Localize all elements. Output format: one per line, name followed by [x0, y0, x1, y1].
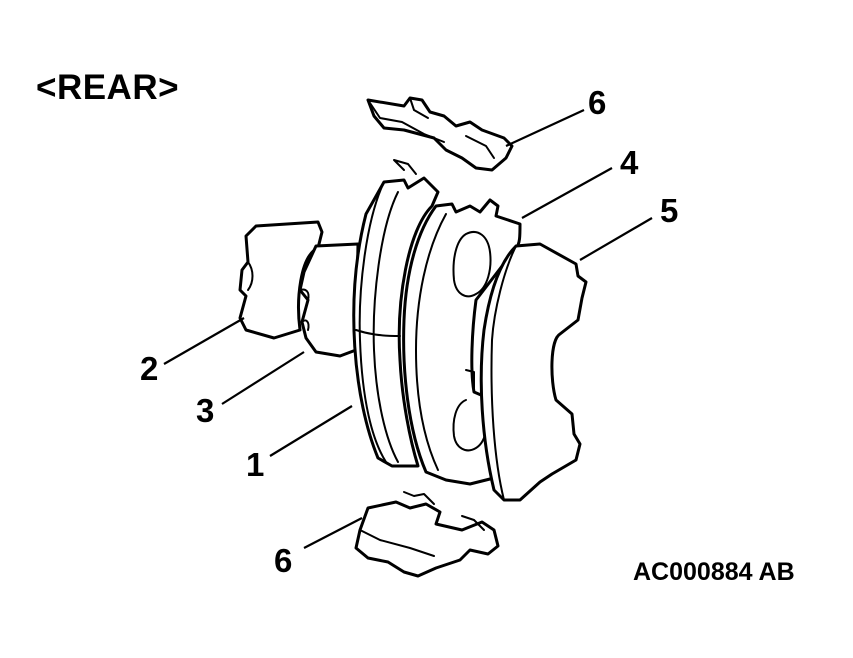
callout-5: 5: [660, 192, 679, 229]
callout-6-bottom: 6: [274, 542, 293, 579]
figure-id: AC000884 AB: [633, 558, 795, 586]
inner-shim: [298, 242, 360, 358]
callout-4: 4: [620, 144, 639, 181]
callout-6-top: 6: [588, 84, 607, 121]
inner-pad: [352, 159, 440, 468]
view-label: <REAR>: [36, 68, 180, 107]
front-pad: [479, 242, 588, 502]
callout-3: 3: [196, 392, 215, 429]
callout-2: 2: [140, 350, 159, 387]
leader-lines: [163, 109, 653, 549]
lower-clip: [354, 491, 500, 578]
callout-1: 1: [246, 446, 265, 483]
upper-clip: [366, 96, 514, 172]
